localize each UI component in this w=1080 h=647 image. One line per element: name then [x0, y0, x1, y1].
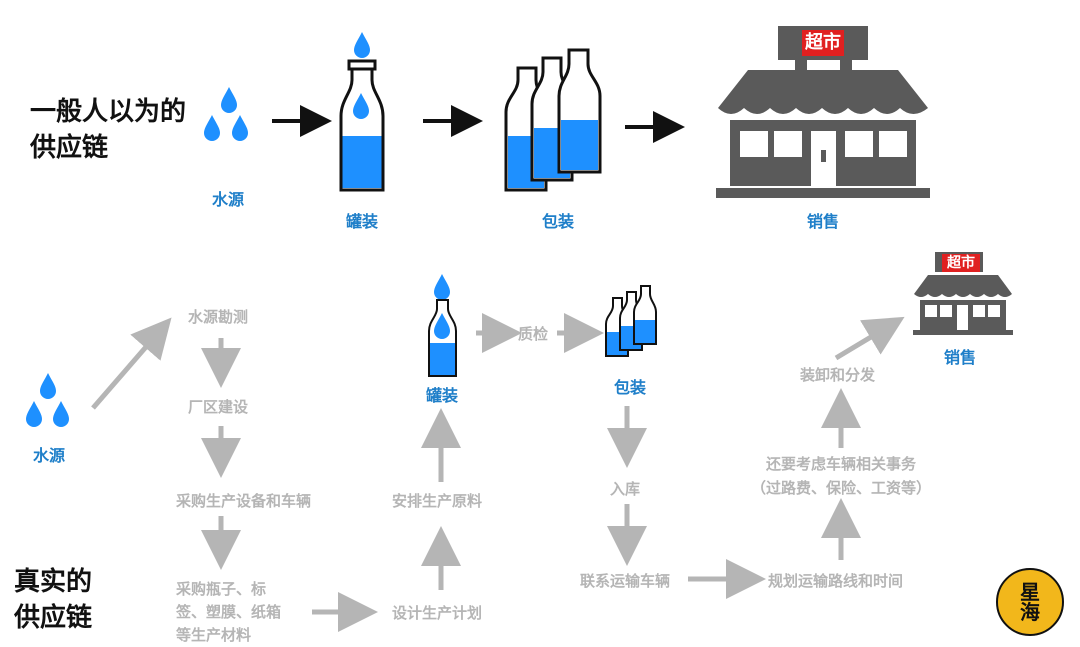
step-factory: 厂区建设 [188, 398, 249, 416]
step-affairs-line2: （过路费、保险、工资等） [750, 479, 931, 497]
step-materials-line1: 采购瓶子、标 [176, 580, 267, 598]
water-drops-icon [204, 87, 248, 141]
label-water-source: 水源 [211, 190, 244, 209]
arrow-source-to-survey [91, 317, 172, 410]
label-bottling-bottom: 罐装 [425, 386, 458, 405]
step-materials: 采购瓶子、标 签、塑膜、纸箱 等生产材料 [176, 578, 281, 647]
bottle-icon [339, 32, 385, 192]
step-storage: 入库 [610, 480, 641, 498]
label-sales-bottom: 销售 [943, 348, 976, 367]
bottles-pack-icon-small [605, 285, 657, 357]
top-title-line2: 供应链 [30, 133, 109, 163]
label-packaging: 包装 [541, 212, 574, 231]
logo-badge: 星 海 [996, 568, 1064, 636]
step-route: 规划运输路线和时间 [768, 572, 904, 590]
bottle-icon-small [428, 274, 457, 377]
arrow-loading-to-sales [834, 316, 905, 361]
step-contact: 联系运输车辆 [580, 572, 671, 590]
label-packaging-bottom: 包装 [613, 378, 646, 397]
logo-char-2: 海 [1020, 600, 1040, 624]
supermarket-icon [716, 26, 930, 198]
top-title: 一般人以为的 供应链 [30, 94, 186, 166]
label-water-source-bottom: 水源 [32, 446, 65, 465]
logo-char-1: 星 [1020, 580, 1040, 604]
bottom-title: 真实的 供应链 [14, 564, 92, 636]
store-sign-small: 超市 [947, 255, 975, 271]
label-sales: 销售 [806, 212, 839, 231]
step-materials-line3: 等生产材料 [176, 626, 252, 644]
step-affairs: 还要考虑车辆相关事务 （过路费、保险、工资等） [736, 452, 946, 500]
step-qc: 质检 [518, 325, 549, 343]
step-arrange: 安排生产原料 [392, 492, 483, 510]
step-survey: 水源勘测 [188, 308, 249, 326]
water-drops-icon-bottom [26, 373, 69, 427]
supermarket-icon-small [913, 252, 1013, 335]
step-plan: 设计生产计划 [392, 604, 483, 622]
store-sign: 超市 [805, 32, 841, 53]
top-title-line1: 一般人以为的 [30, 97, 187, 127]
step-loading: 装卸和分发 [800, 366, 876, 384]
step-equipment: 采购生产设备和车辆 [176, 492, 312, 510]
step-affairs-line1: 还要考虑车辆相关事务 [765, 455, 916, 473]
step-materials-line2: 签、塑膜、纸箱 [176, 603, 282, 621]
label-bottling: 罐装 [345, 212, 378, 231]
bottles-pack-icon [504, 48, 602, 192]
bottom-title-line1: 真实的 [14, 567, 93, 597]
bottom-title-line2: 供应链 [14, 603, 93, 633]
